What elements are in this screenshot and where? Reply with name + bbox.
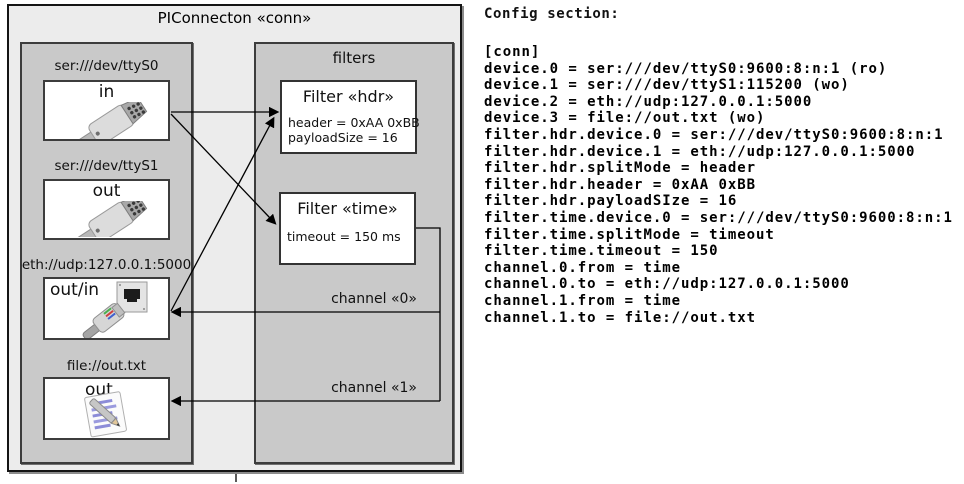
- device-label-eth: eth://udp:127.0.0.1:5000: [21, 257, 192, 273]
- config-title: Config section:: [484, 6, 620, 22]
- device-label-file: file://out.txt: [66, 358, 147, 374]
- serial-db9-icon: [74, 194, 148, 249]
- channel-0-label: channel «0»: [331, 291, 417, 307]
- config-line: filter.time.splitMode = timeout: [484, 226, 775, 243]
- device-box-ttyS0: in: [43, 80, 170, 152]
- config-line: device.1 = ser:///dev/ttyS1:115200 (wo): [484, 77, 850, 94]
- device-direction: out/in: [50, 280, 100, 300]
- config-line: channel.0.from = time: [484, 259, 681, 276]
- notepad-pencil-icon: [84, 391, 127, 438]
- config-line: channel.1.to = file://out.txt: [484, 309, 756, 326]
- config-line: device.2 = eth://udp:127.0.0.1:5000: [484, 93, 813, 110]
- config-lines: [conn] device.0 = ser:///dev/ttyS0:9600:…: [484, 44, 964, 326]
- filters-title: filters: [332, 49, 376, 67]
- filter-hdr-box: Filter «hdr» header = 0xAA 0xBB payloadS…: [280, 80, 420, 154]
- filter-time-param-timeout: timeout = 150 ms: [287, 229, 401, 244]
- filter-hdr-param-payload: payloadSize = 16: [288, 130, 398, 145]
- config-line: filter.hdr.device.1 = eth://udp:127.0.0.…: [484, 143, 916, 160]
- device-box-file: out: [43, 377, 170, 440]
- filter-hdr-title: Filter «hdr»: [302, 87, 395, 106]
- config-line: channel.1.from = time: [484, 292, 681, 309]
- connection-diagram: PIConnecton «conn» filters ser:///dev/tt…: [0, 0, 470, 484]
- config-line: filter.hdr.device.0 = ser:///dev/ttyS0:9…: [484, 126, 944, 143]
- config-line: filter.time.timeout = 150: [484, 243, 719, 260]
- config-line: filter.hdr.payloadSIze = 16: [484, 193, 738, 210]
- config-line: device.3 = file://out.txt (wo): [484, 110, 766, 127]
- config-line: filter.hdr.header = 0xAA 0xBB: [484, 176, 756, 193]
- config-panel: Config section: [conn] device.0 = ser://…: [484, 0, 964, 484]
- diagram-title: PIConnecton «conn»: [157, 9, 312, 27]
- config-line: [conn]: [484, 44, 541, 60]
- config-line: filter.time.device.0 = ser:///dev/ttyS0:…: [484, 209, 953, 226]
- device-label-ttyS1: ser:///dev/ttyS1: [54, 158, 159, 174]
- device-box-ttyS1: out: [43, 179, 170, 249]
- filter-hdr-param-header: header = 0xAA 0xBB: [288, 115, 420, 130]
- filter-time-title: Filter «time»: [297, 199, 398, 218]
- device-direction: in: [98, 82, 115, 102]
- ethernet-rj45-icon: [82, 281, 148, 338]
- config-line: filter.hdr.splitMode = header: [484, 160, 756, 177]
- filter-time-box: Filter «time» timeout = 150 ms: [279, 192, 416, 265]
- device-label-ttyS0: ser:///dev/ttyS0: [54, 58, 159, 74]
- serial-db9-icon: [74, 97, 148, 152]
- channel-1-label: channel «1»: [331, 380, 417, 396]
- device-box-eth: out/in: [43, 277, 170, 340]
- config-line: channel.0.to = eth://udp:127.0.0.1:5000: [484, 276, 850, 293]
- config-line: device.0 = ser:///dev/ttyS0:9600:8:n:1 (…: [484, 60, 888, 77]
- device-direction: out: [92, 181, 121, 201]
